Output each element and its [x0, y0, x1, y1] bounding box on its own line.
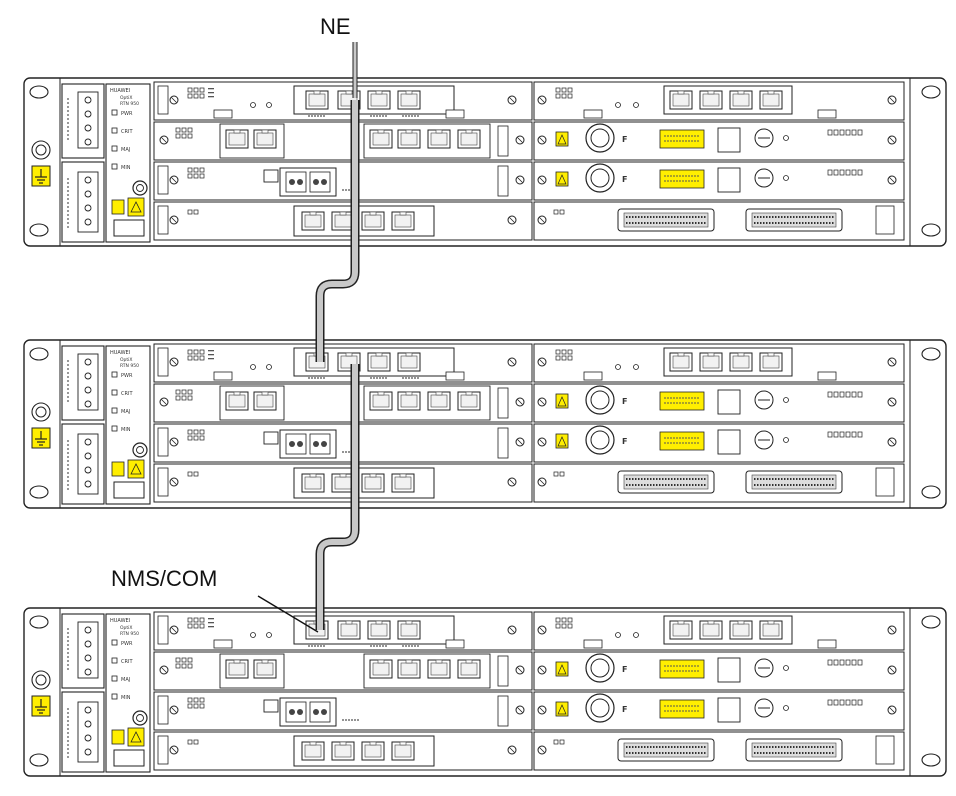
nms-com-label: NMS/COM [111, 566, 217, 591]
middle-to-bottom-cable [315, 364, 360, 630]
top-to-middle-cable [315, 100, 360, 362]
ne-chassis-middle [24, 340, 946, 508]
ne-label: NE [320, 14, 351, 39]
nms-com-leader-line [257, 595, 319, 633]
ne-chassis-bottom [24, 608, 946, 776]
ne-chassis-top [24, 78, 946, 246]
